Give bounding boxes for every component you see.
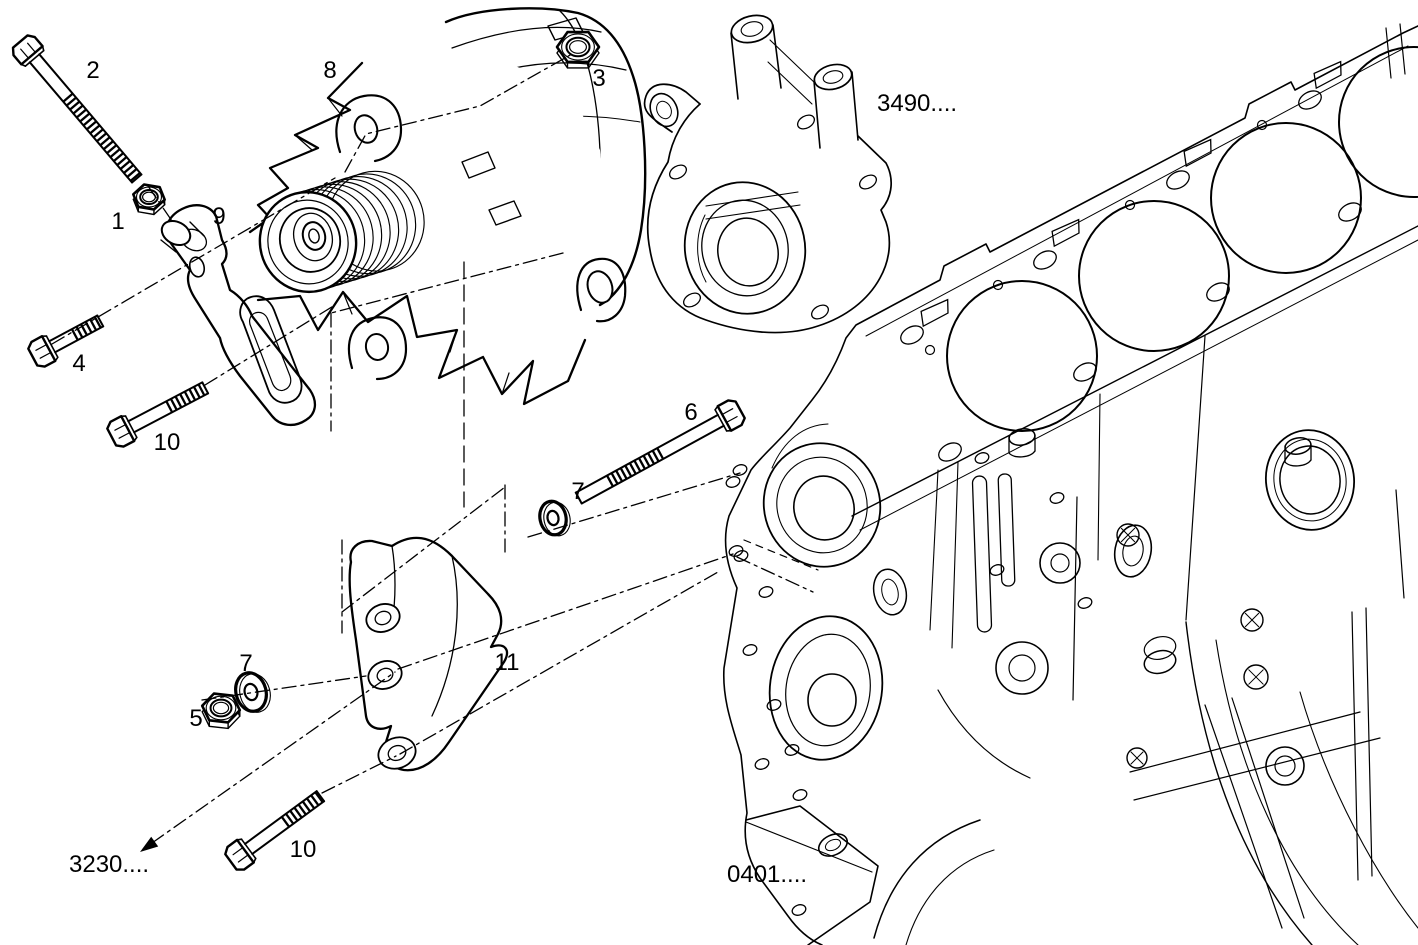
callout-3: 3 <box>592 65 605 92</box>
ref-3230-arrow-icon <box>140 836 159 852</box>
callout-5: 5 <box>189 705 202 732</box>
callout-2: 2 <box>86 57 99 84</box>
callout-4: 4 <box>72 350 85 377</box>
tensioner-bracket-9 <box>160 204 317 427</box>
leader-lines <box>51 53 819 844</box>
engine-block <box>722 23 1418 945</box>
ref-3490-label: 3490.... <box>877 90 957 117</box>
callout-11: 11 <box>495 649 520 676</box>
ref-3230-label: 3230.... <box>69 851 149 878</box>
bolts <box>11 34 746 871</box>
callout-6: 6 <box>684 399 697 426</box>
callout-labels: 2 1 9 8 3 4 10 6 7 7 5 11 10 3490.... 32… <box>69 57 957 888</box>
callout-7-lower: 7 <box>239 650 252 677</box>
callout-8: 8 <box>323 57 336 84</box>
housing-3490 <box>643 14 892 334</box>
alternator-8 <box>248 7 647 406</box>
callout-7-front: 7 <box>571 478 584 505</box>
callout-10-lower: 10 <box>290 836 317 863</box>
washers-and-nuts <box>132 30 601 730</box>
callout-10-upper: 10 <box>154 429 181 456</box>
callout-9: 9 <box>212 203 225 230</box>
ref-0401-label: 0401.... <box>727 861 807 888</box>
alternator-pulley <box>258 170 425 294</box>
callout-1: 1 <box>111 208 124 235</box>
